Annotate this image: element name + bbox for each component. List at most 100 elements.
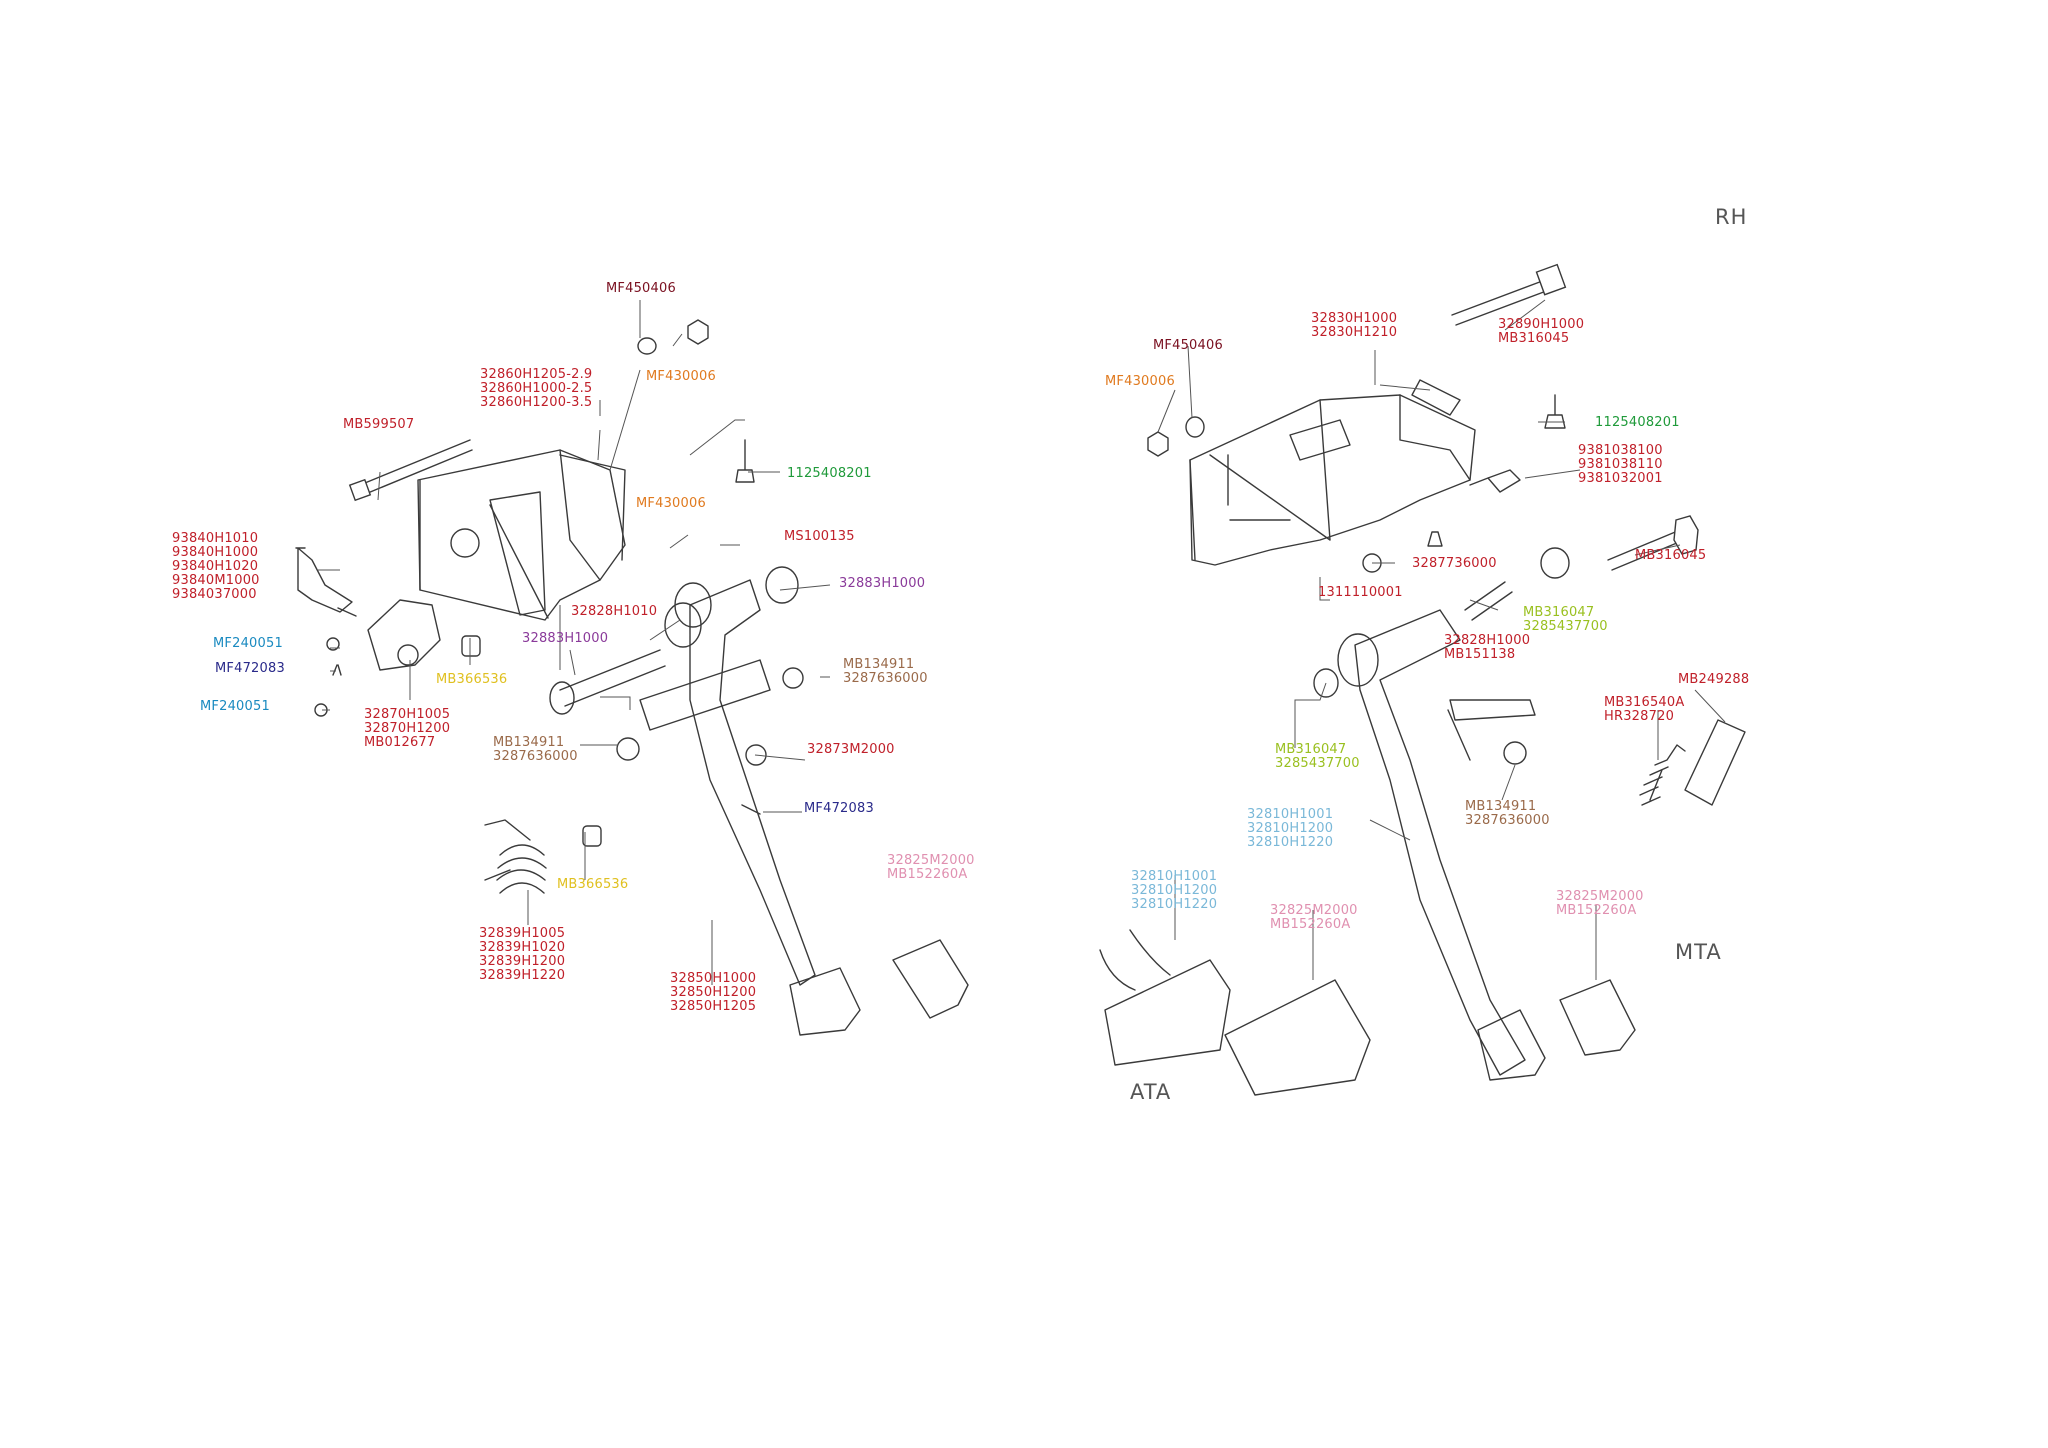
section-label-mta: MTA [1675,940,1722,964]
part-number-line: MB134911 [493,735,565,750]
part-number-callout: MF450406 [606,282,676,296]
right-bushing-a [1540,547,1570,579]
part-number-line: 32870H1005 [364,707,451,722]
part-number-line: MF450406 [606,281,676,296]
part-number-callout: 1125408201 [787,467,872,481]
part-number-callout: 32883H1000 [522,632,608,646]
part-number-callout: MF240051 [200,700,270,714]
part-number-line: 3285437700 [1275,756,1360,771]
part-number-line: MF450406 [1153,338,1223,353]
left-pedal-assembly [295,300,969,1036]
part-number-callout: MF430006 [636,497,706,511]
right-brake-pad-mta [1477,1009,1546,1081]
part-number-callout: MF430006 [646,370,716,384]
part-number-callout: MF240051 [213,637,283,651]
part-number-line: 32810H1220 [1247,835,1334,850]
part-number-line: 32830H1210 [1311,325,1398,340]
part-number-line: MB152260A [1270,917,1351,932]
part-number-line: MB366536 [436,672,508,687]
left-clutch-pad [892,939,969,1019]
left-stopper-b [616,737,640,761]
left-brake-pad [789,967,861,1036]
left-stop-switch [295,547,353,613]
left-bushing-c [582,825,602,847]
part-number-line: MS100135 [784,529,855,544]
part-number-line: MB316045 [1635,548,1707,563]
right-pivot-shaft [1464,581,1513,621]
part-number-line: 9384037000 [172,587,257,602]
right-collar [1427,531,1443,547]
right-pedal-bracket [1189,394,1476,566]
part-number-callout: MB599507 [343,418,414,432]
part-number-callout: MB366536 [557,878,628,892]
part-number-callout: 32828H1010 [571,605,657,619]
part-number-line: MB151138 [1444,647,1516,662]
left-stud-bolt [735,439,755,483]
part-number-line: 3287636000 [843,671,928,686]
part-number-line: MB316045 [1498,331,1570,346]
part-number-line: 1125408201 [1595,415,1680,430]
part-number-line: 32850H1200 [670,985,757,1000]
part-number-line: 32850H1205 [670,999,757,1014]
part-number-line: 32810H1220 [1131,897,1218,912]
section-label-rh: RH [1715,205,1748,229]
part-number-line: 3287636000 [1465,813,1550,828]
part-number-line: 93840M1000 [172,573,260,588]
left-return-spring [484,819,547,894]
right-washer [1185,416,1205,438]
part-number-line: MF240051 [213,636,283,651]
section-label-ata: ATA [1130,1080,1172,1104]
part-number-callout: MF430006 [1105,375,1175,389]
part-number-line: 32839H1020 [479,940,566,955]
part-number-line: 32830H1000 [1311,311,1398,326]
part-number-line: 32890H1000 [1498,317,1585,332]
part-number-callout: MB316045 [1635,549,1706,563]
right-pedal-assembly [1099,263,1746,1096]
part-number-line: MB134911 [1465,799,1537,814]
part-number-line: 32825M2000 [887,853,975,868]
right-pivot-bolt [1607,529,1685,571]
part-number-line: 32860H1200-3.5 [480,395,593,410]
left-pedal-bracket [417,449,626,621]
left-bushing-a [461,635,481,657]
part-number-line: 32839H1220 [479,968,566,983]
right-bushing-b [1313,668,1339,698]
left-washer-top [637,337,657,355]
part-number-line: 1125408201 [787,466,872,481]
part-number-line: MF240051 [200,699,270,714]
left-stopper-c [745,744,767,766]
part-number-line: 32825M2000 [1270,903,1358,918]
left-pivot-shaft [559,649,666,707]
part-number-line: 32810H1001 [1247,807,1334,822]
part-number-callout: MB366536 [436,673,507,687]
part-number-callout: 32883H1000 [839,577,925,591]
part-number-line: 32860H1000-2.5 [480,381,593,396]
part-number-line: MB316047 [1275,742,1347,757]
part-number-callout: MS100135 [784,530,855,544]
part-number-line: 9381038100 [1578,443,1663,458]
part-number-line: 32828H1010 [571,604,658,619]
right-nut [1147,431,1169,457]
part-number-callout: 3287736000 [1412,557,1497,571]
part-number-line: 32850H1000 [670,971,757,986]
part-number-line: 3285437700 [1523,619,1608,634]
part-number-line: 32828H1000 [1444,633,1531,648]
left-stopper-a [782,667,804,689]
part-number-line: MB316047 [1523,605,1595,620]
